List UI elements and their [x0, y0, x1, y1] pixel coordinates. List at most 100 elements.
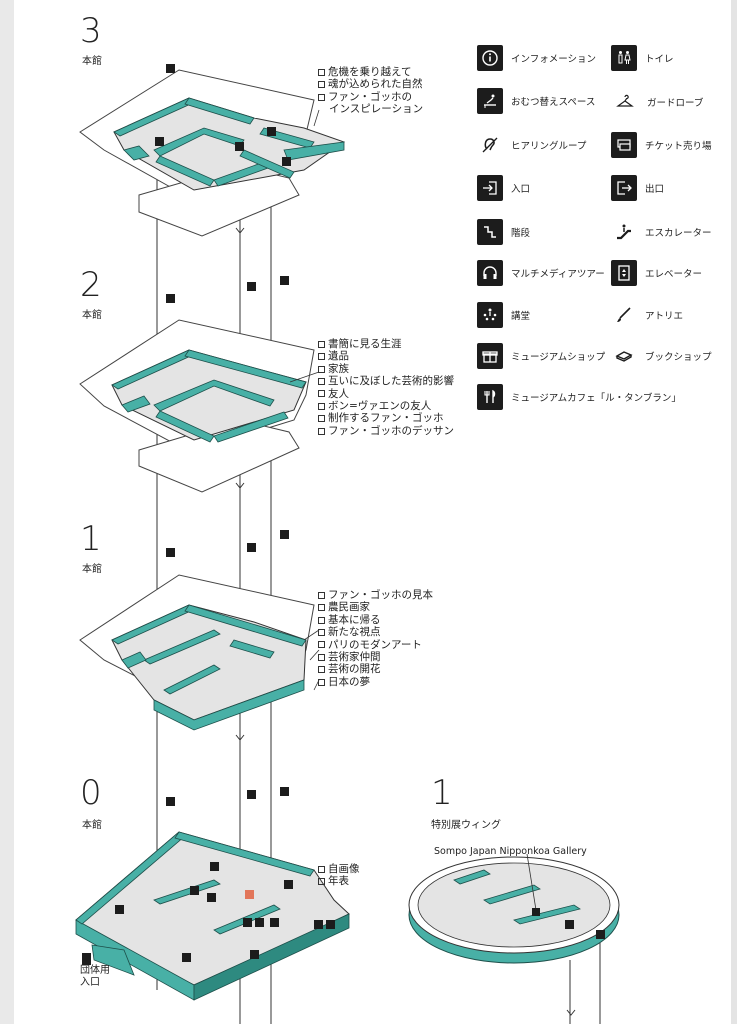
room-marker-icon [318, 616, 325, 624]
room-marker-icon [318, 427, 325, 435]
elevator-icon [611, 260, 637, 286]
floor-1-number: 1 [80, 519, 102, 559]
room-marker-icon [318, 591, 325, 599]
list-item: 制作するファン・ゴッホ [318, 412, 454, 424]
room-marker-icon [318, 340, 325, 348]
list-item: ファン・ゴッホの [318, 91, 423, 103]
list-item: 魂が込められた自然 [318, 78, 423, 90]
legend-item-cloakroom: ガードローブ [611, 88, 703, 116]
list-item: 農民画家 [318, 601, 433, 613]
floor-3-plan [79, 64, 346, 237]
list-item: 互いに及ぼした芸術的影響 [318, 375, 454, 387]
studio-icon [611, 302, 637, 328]
legend-item-bookshop: ブックショップ [611, 343, 712, 369]
info-icon [477, 45, 503, 71]
legend-item-studio: アトリエ [611, 302, 683, 328]
book-icon [611, 343, 637, 369]
legend-item-escalator: エスカレーター [611, 219, 712, 245]
legend-item-auditorium: 講堂 [477, 302, 530, 328]
legend-item-elevator: エレベーター [611, 260, 702, 286]
room-marker-icon [318, 604, 325, 612]
page-edge [731, 0, 737, 1024]
list-item: 新たな視点 [318, 626, 433, 638]
floor-plan-drawing [75, 64, 620, 1024]
stairs-icon [477, 219, 503, 245]
headphones-icon [477, 260, 503, 286]
legend-item-stairs: 階段 [477, 219, 530, 245]
list-item: 日本の夢 [318, 676, 433, 688]
floor-1-plan [79, 530, 315, 731]
list-item: 友人 [318, 388, 454, 400]
floor-0-room-list: 自画像 年表 [318, 863, 360, 888]
wing-number: 1 [431, 773, 453, 813]
entrance-icon [477, 175, 503, 201]
room-marker-icon [318, 628, 325, 636]
floor-0-subtitle: 本館 [82, 820, 102, 831]
floor-2-number: 2 [80, 265, 102, 305]
floor-3-subtitle: 本館 [82, 56, 102, 67]
legend-item-ticket: チケット売り場 [611, 132, 712, 158]
legend-item-info: インフォメーション [477, 45, 596, 71]
room-marker-icon [318, 402, 325, 410]
room-marker-icon [318, 68, 325, 76]
ticket-icon [611, 132, 637, 158]
wing-plan [408, 853, 620, 964]
legend-item-baby-change: おむつ替えスペース [477, 88, 595, 114]
floor-0-plan [75, 787, 350, 1001]
escalator-icon [611, 219, 637, 245]
room-marker-icon [318, 641, 325, 649]
list-item: インスピレーション [329, 103, 424, 116]
leader-lines [289, 109, 320, 691]
room-marker-icon [318, 390, 325, 398]
room-marker-icon [318, 878, 325, 886]
room-marker-icon [318, 678, 325, 686]
list-item: 自画像 [318, 863, 360, 875]
cafe-icon [477, 384, 503, 410]
gallery-label: Sompo Japan Nipponkoa Gallery [434, 846, 587, 857]
floor-2-room-list: 書簡に見る生涯 遺品 家族 互いに及ぼした芸術的影響 友人 ボン=ヴァエンの友人… [318, 338, 454, 437]
floor-1-subtitle: 本館 [82, 564, 102, 575]
wing-subtitle: 特別展ウィング [431, 820, 501, 831]
floor-0-number: 0 [80, 773, 102, 813]
group-entrance-icon [82, 953, 91, 962]
room-marker-icon [318, 81, 325, 89]
list-item: ファン・ゴッホのデッサン [318, 425, 454, 437]
hearing-loop-icon [477, 132, 503, 158]
room-marker-icon [318, 353, 325, 361]
room-marker-icon [318, 653, 325, 661]
floor-2-plan [79, 276, 315, 493]
connector-arrows [235, 227, 576, 1016]
list-item: 家族 [318, 363, 454, 375]
legend-item-hearing-loop: ヒアリングループ [477, 132, 586, 158]
legend-item-exit: 出口 [611, 175, 664, 201]
legend-item-entrance: 入口 [477, 175, 530, 201]
floor-plan-page: 3 本館 2 本館 1 本館 0 本館 1 特別展ウィング Sompo Japa… [14, 0, 737, 1024]
exit-icon [611, 175, 637, 201]
room-marker-icon [318, 377, 325, 385]
list-item: ファン・ゴッホの見本 [318, 589, 433, 601]
list-item: 危機を乗り越えて [318, 66, 423, 78]
legend-item-toilet: トイレ [611, 45, 674, 71]
list-item: 基本に帰る [318, 614, 433, 626]
list-item: 遺品 [318, 350, 454, 362]
list-item: 書簡に見る生涯 [318, 338, 454, 350]
room-marker-icon [318, 865, 325, 873]
list-item: パリのモダンアート [318, 639, 433, 651]
legend-item-multimedia-tour: マルチメディアツアー [477, 260, 605, 286]
gift-icon [477, 343, 503, 369]
floor-2-subtitle: 本館 [82, 310, 102, 321]
list-item: 芸術の開花 [318, 663, 433, 675]
list-item: 年表 [318, 875, 360, 887]
list-item: 芸術家仲間 [318, 651, 433, 663]
group-entrance-label: 団体用 入口 [80, 965, 110, 988]
room-marker-icon [318, 415, 325, 423]
legend-item-museum-shop: ミュージアムショップ [477, 343, 605, 369]
auditorium-icon [477, 302, 503, 328]
floor-1-room-list: ファン・ゴッホの見本 農民画家 基本に帰る 新たな視点 パリのモダンアート 芸術… [318, 589, 433, 688]
room-marker-icon [318, 93, 325, 101]
legend-item-cafe: ミュージアムカフェ「ル・タンブラン」 [477, 384, 681, 410]
cloakroom-icon [611, 88, 639, 116]
toilet-icon [611, 45, 637, 71]
floor-3-room-list: 危機を乗り越えて 魂が込められた自然 ファン・ゴッホの インスピレーション [318, 66, 423, 116]
room-marker-icon [318, 666, 325, 674]
